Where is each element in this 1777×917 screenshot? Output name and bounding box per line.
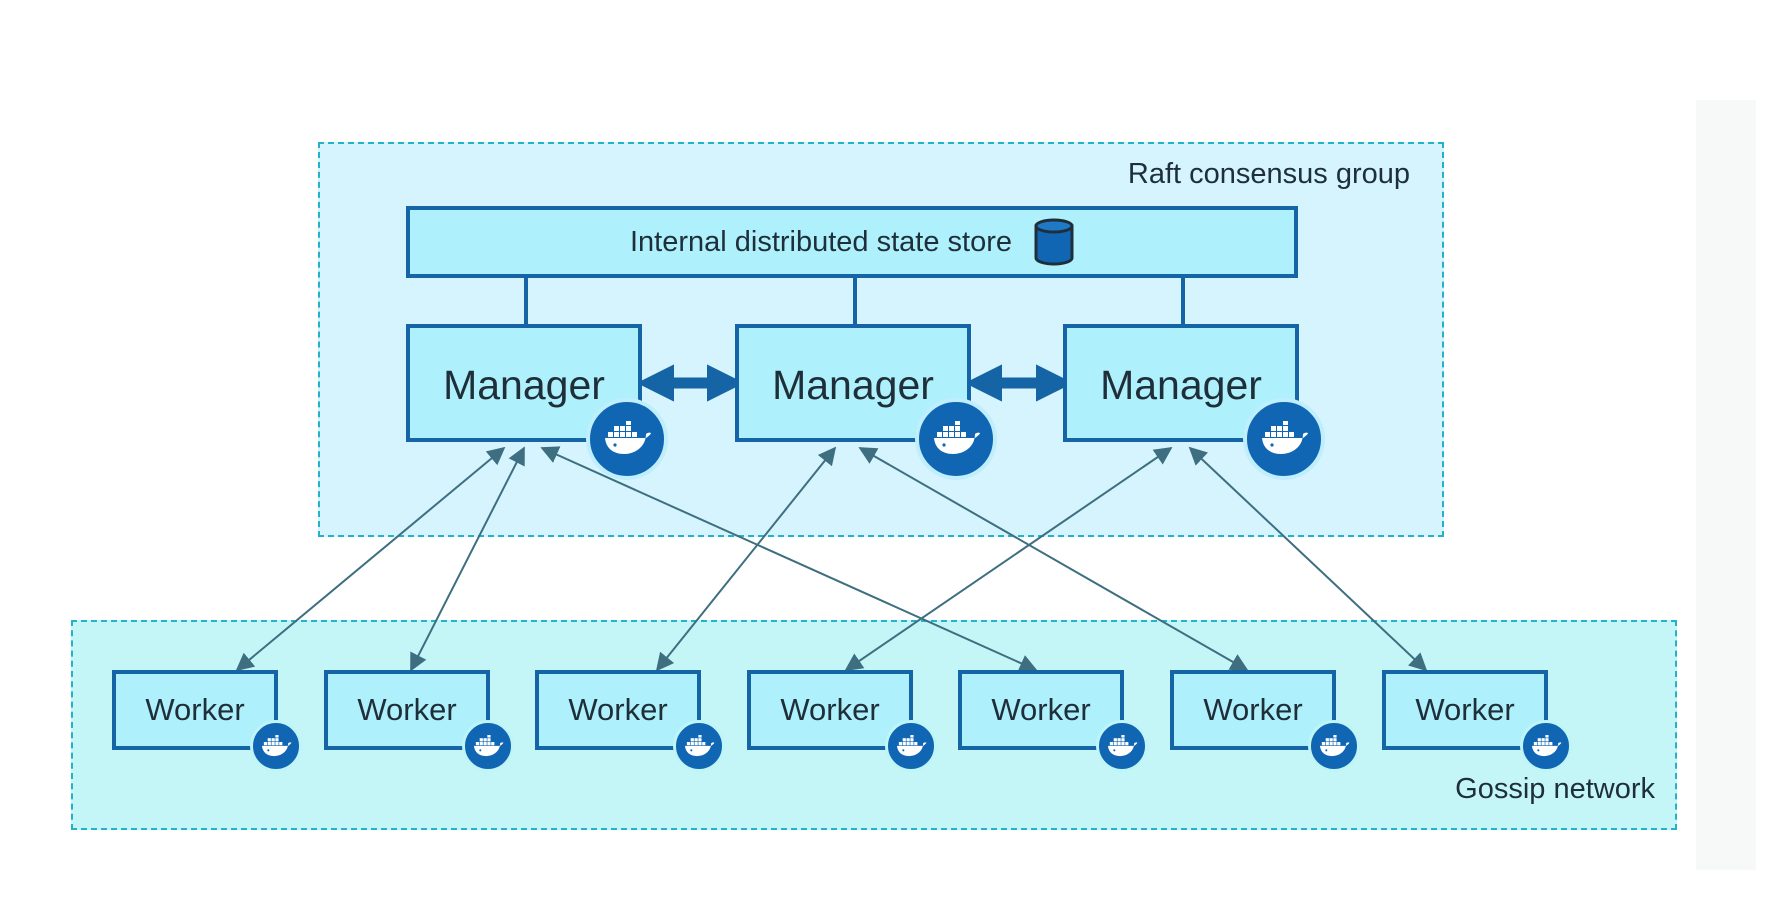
manager-label: Manager	[1100, 361, 1262, 408]
docker-whale-icon	[915, 398, 997, 480]
state-store-label: Internal distributed state store	[629, 225, 1013, 258]
docker-whale-icon	[1308, 720, 1360, 772]
worker-label: Worker	[145, 692, 245, 727]
worker-label: Worker	[1203, 692, 1303, 727]
worker-node-7: Worker	[1382, 670, 1572, 772]
worker-label: Worker	[568, 692, 668, 727]
worker-label: Worker	[357, 692, 457, 727]
docker-whale-icon	[250, 720, 302, 772]
worker-node-3: Worker	[535, 670, 725, 772]
worker-node-4: Worker	[747, 670, 937, 772]
worker-label: Worker	[991, 692, 1091, 727]
manager-label: Manager	[772, 361, 934, 408]
docker-whale-icon	[885, 720, 937, 772]
database-icon	[1034, 218, 1074, 266]
docker-whale-icon	[673, 720, 725, 772]
raft-group-label: Raft consensus group	[1127, 158, 1410, 190]
link-manager-2-worker-6	[858, 447, 1249, 671]
background-strip	[1696, 100, 1756, 870]
link-manager-1-worker-2	[410, 446, 525, 672]
docker-whale-icon	[1096, 720, 1148, 772]
manager-node-1: Manager	[406, 324, 668, 480]
link-manager-2-worker-3	[655, 446, 837, 672]
docker-whale-icon	[1520, 720, 1572, 772]
worker-label: Worker	[1415, 692, 1515, 727]
worker-label: Worker	[780, 692, 880, 727]
link-manager-3-worker-7	[1188, 446, 1428, 672]
link-manager-1-worker-5	[540, 446, 1038, 672]
docker-whale-icon	[462, 720, 514, 772]
manager-node-3: Manager	[1063, 324, 1325, 480]
docker-whale-icon	[586, 398, 668, 480]
worker-node-2: Worker	[324, 670, 514, 772]
worker-node-1: Worker	[112, 670, 302, 772]
link-manager-3-worker-4	[844, 446, 1173, 672]
worker-node-6: Worker	[1170, 670, 1360, 772]
manager-label: Manager	[443, 361, 605, 408]
state-store-box: Internal distributed state store	[406, 206, 1298, 278]
link-manager-1-worker-1	[235, 446, 506, 672]
manager-node-2: Manager	[735, 324, 997, 480]
docker-whale-icon	[1243, 398, 1325, 480]
worker-node-5: Worker	[958, 670, 1148, 772]
gossip-network-label: Gossip network	[1455, 773, 1655, 805]
